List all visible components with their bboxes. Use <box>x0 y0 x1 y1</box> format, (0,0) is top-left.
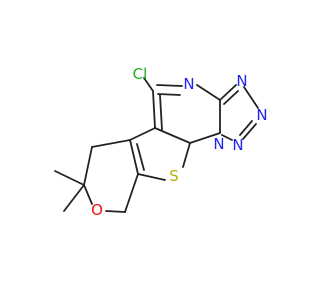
bond-n-n-tetrazole <box>243 86 259 109</box>
atom-label-n-fused: N <box>213 135 224 153</box>
bond-c-cl <box>143 77 154 92</box>
bond-s-c <box>137 173 166 181</box>
molecule-structure-canvas: Cl N N N N N S O <box>54 65 268 219</box>
atom-label-n-tetrazole-c: N <box>232 136 243 154</box>
bond-n-n-tetrazole-2 <box>242 123 257 140</box>
bond-c-s <box>182 142 191 168</box>
bond-c-n-pyrimidine <box>156 84 183 87</box>
bond-c-c-thiophene <box>129 139 139 175</box>
atom-label-s: S <box>169 167 179 185</box>
bond-n-c-pyrimidine <box>196 84 221 101</box>
bond-n-n-tetrazole-double <box>239 120 253 136</box>
bond-c-ch2 <box>91 139 131 148</box>
bond-c-n-pyrimidine-double <box>157 93 181 96</box>
bond-o-ch2 <box>105 210 126 213</box>
bond-c-c-thiophene-double <box>136 143 145 171</box>
bond-c-n-tetrazole <box>219 84 237 101</box>
bond-c-c-thiophene-2 <box>129 127 156 141</box>
bond-c-c-pyrimidine <box>154 127 191 144</box>
bond-methyl-1 <box>54 170 85 186</box>
atom-label-n-tetrazole-b: N <box>256 106 267 124</box>
bond-n-n-tetrazole-3 <box>221 134 233 141</box>
atom-label-layer: Cl N N N N N S O <box>91 65 268 219</box>
atom-label-n-pyrimidine: N <box>183 75 194 93</box>
bond-methyl-2 <box>63 184 85 212</box>
bond-c-c-pyrimidine-2 <box>152 90 156 129</box>
bond-ch2-cq <box>83 146 93 186</box>
bond-ch2-c <box>124 173 139 213</box>
atom-label-o: O <box>91 201 103 219</box>
bond-c-c-pyrimidine-double <box>159 94 163 131</box>
bond-cq-o <box>83 184 93 205</box>
bond-n-c-fused <box>189 132 221 144</box>
atom-label-cl: Cl <box>133 65 148 83</box>
atom-label-n-tetrazole-a: N <box>236 72 247 90</box>
molecule-structure: Cl N N N N N S O <box>54 65 268 219</box>
bond-c-n-tetrazole-double <box>223 90 239 105</box>
bond-layer <box>54 77 259 213</box>
